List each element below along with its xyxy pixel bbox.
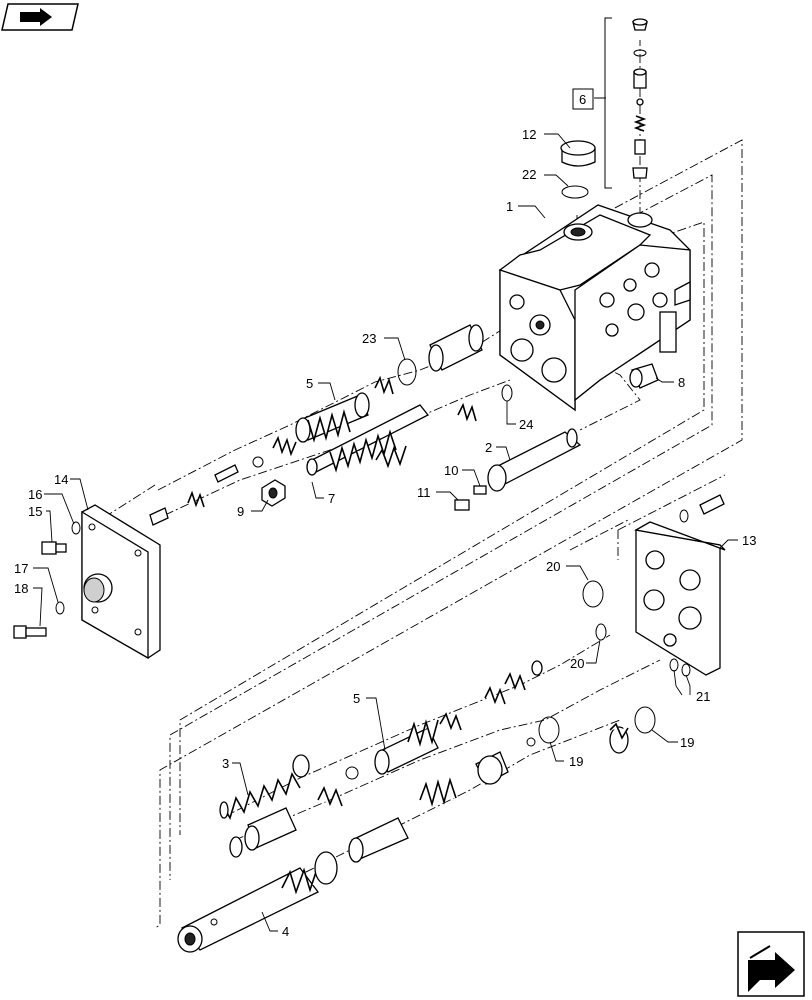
callout-3[interactable]: 3: [222, 756, 229, 771]
spool-7: [306, 404, 430, 476]
callout-6-box[interactable]: 6: [572, 88, 594, 110]
callout-8[interactable]: 8: [678, 375, 685, 390]
callout-13[interactable]: 13: [742, 533, 756, 548]
book-arrow-icon[interactable]: [1, 3, 79, 31]
callout-24[interactable]: 24: [519, 417, 533, 432]
callout-labels: 1 12 22 6 23 5 8 24 2 10 11 7 9 14 16 15…: [14, 88, 756, 939]
callout-18[interactable]: 18: [14, 581, 28, 596]
cover-plate-14: [81, 504, 161, 660]
callout-11[interactable]: 11: [417, 485, 431, 500]
pilot-valve-kit: [632, 18, 648, 179]
callout-19-right[interactable]: 19: [680, 735, 694, 750]
callout-10[interactable]: 10: [444, 463, 458, 478]
spool-4: [177, 851, 338, 953]
o-ring-24: [501, 384, 513, 402]
nut-9: [261, 479, 286, 507]
callout-9[interactable]: 9: [237, 504, 244, 519]
spring-cap-5-lower: [374, 712, 462, 775]
sleeve-11: [454, 499, 470, 511]
small-parts-lower-2: [229, 751, 509, 863]
callout-6: 6: [579, 92, 586, 107]
callout-16[interactable]: 16: [28, 487, 42, 502]
o-ring-20-upper: [582, 580, 604, 608]
callout-5-lower[interactable]: 5: [353, 691, 360, 706]
pin-10: [473, 485, 487, 495]
callout-22[interactable]: 22: [522, 167, 536, 182]
bolt-13-upper: [679, 494, 725, 523]
callout-5-upper[interactable]: 5: [306, 376, 313, 391]
washer-17: [55, 601, 65, 615]
leader-lines: [33, 97, 738, 932]
bolt-18: [13, 625, 47, 639]
kit-bracket-6: [595, 17, 612, 189]
callout-17[interactable]: 17: [14, 561, 28, 576]
o-ring-20-lower: [595, 623, 607, 641]
callout-1[interactable]: 1: [506, 199, 513, 214]
sleeve-upper: [428, 324, 484, 372]
spring-3: [219, 771, 301, 821]
fitting-8: [629, 363, 659, 389]
callout-2[interactable]: 2: [485, 440, 492, 455]
callout-20-upper[interactable]: 20: [546, 559, 560, 574]
callout-7[interactable]: 7: [328, 491, 335, 506]
callout-14[interactable]: 14: [54, 472, 68, 487]
small-bolts-left: [149, 464, 239, 526]
o-ring-19b: [634, 706, 656, 734]
o-ring-19a: [538, 716, 560, 744]
callout-20-lower[interactable]: 20: [570, 656, 584, 671]
valve-body-1: [498, 204, 691, 412]
page-turn-arrow-icon[interactable]: [737, 931, 805, 997]
callout-23[interactable]: 23: [362, 331, 376, 346]
o-ring-21b: [681, 663, 691, 677]
callout-4[interactable]: 4: [282, 924, 289, 939]
small-springs-upper: [252, 375, 477, 468]
callout-12[interactable]: 12: [522, 127, 536, 142]
o-ring-22: [561, 185, 589, 199]
plug-12: [560, 140, 596, 167]
cover-plate-13: [634, 521, 726, 676]
washer-16: [71, 521, 81, 535]
callout-15[interactable]: 15: [28, 504, 42, 519]
o-ring-23: [397, 358, 417, 386]
spring-cap-5-upper: [295, 392, 370, 443]
small-parts-lower-1: [292, 660, 629, 780]
callout-19-left[interactable]: 19: [569, 754, 583, 769]
bolt-15: [41, 541, 67, 555]
spool-2: [487, 428, 582, 492]
callout-21[interactable]: 21: [696, 689, 710, 704]
o-ring-21a: [669, 658, 679, 672]
